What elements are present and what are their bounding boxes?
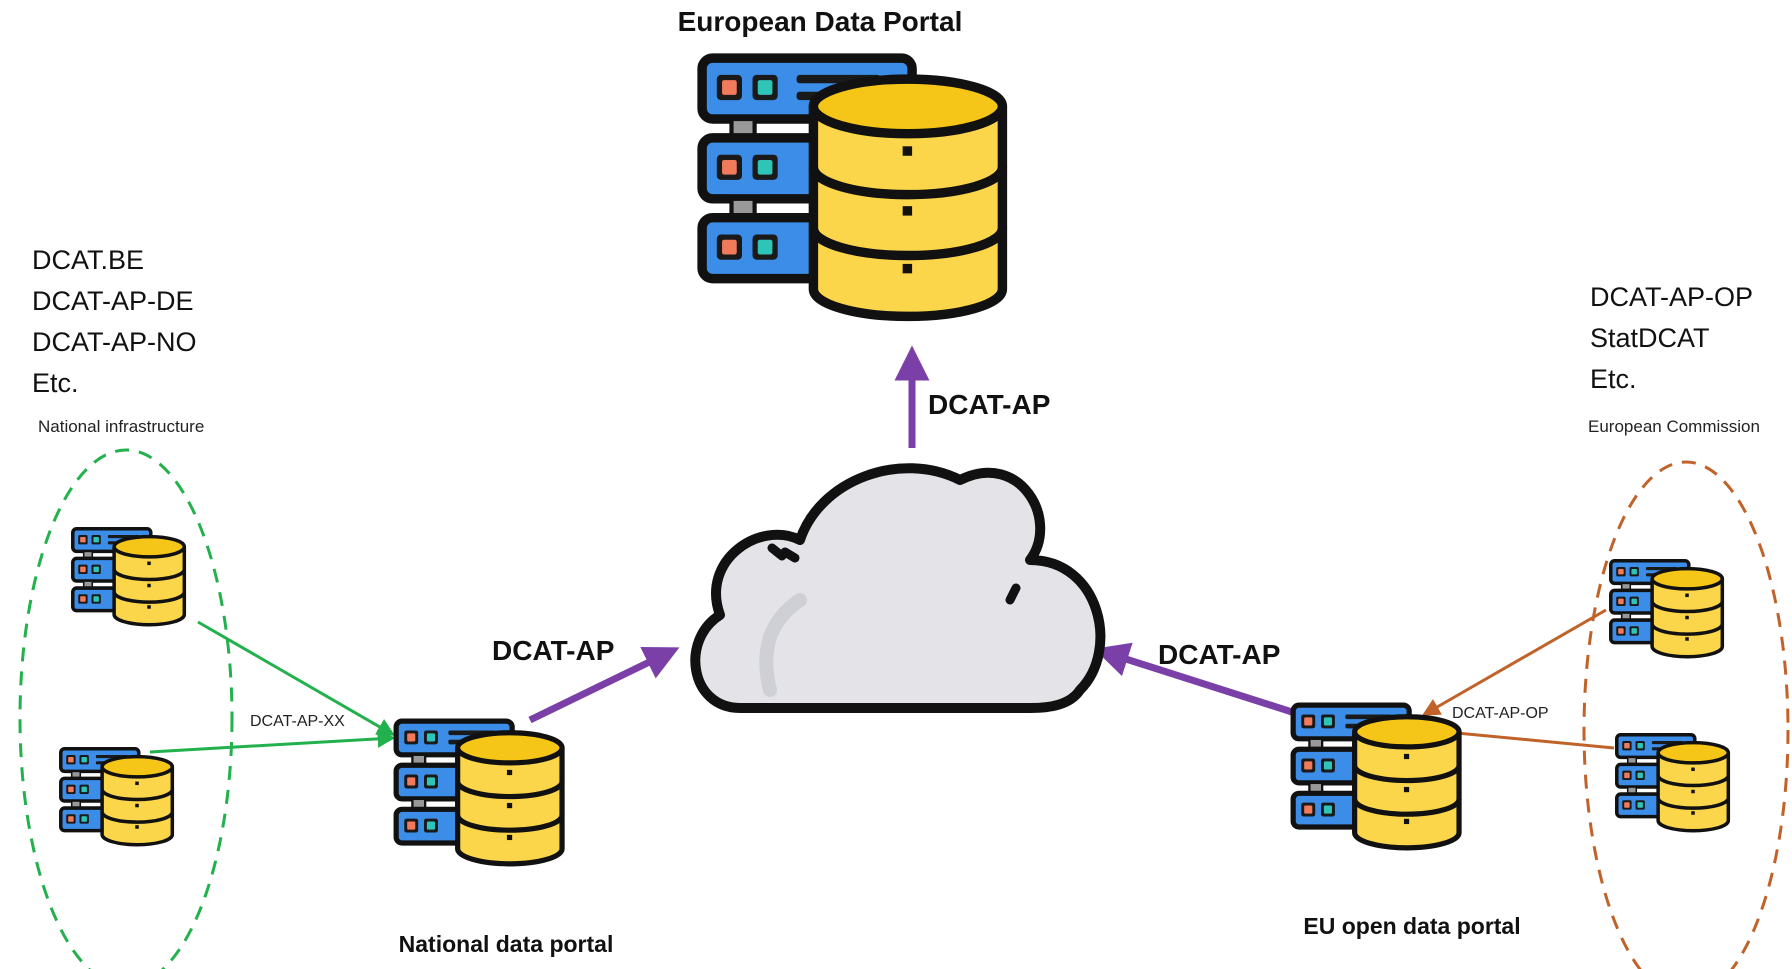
group-label-european-commission: European Commission xyxy=(1588,417,1760,436)
edge-label-national-infra: DCAT-AP-XX xyxy=(250,713,345,730)
eu-open-portal-label: EU open data portal xyxy=(1303,913,1520,939)
national-portal-label: National data portal xyxy=(399,931,614,957)
national-infra-server-1-icon xyxy=(71,527,187,627)
european-portal-label: European Data Portal xyxy=(678,6,963,37)
left-profile-item: DCAT.BE xyxy=(32,245,144,275)
edge-label-to-european-portal: DCAT-AP xyxy=(928,389,1050,420)
edge-national-infra-2 xyxy=(149,729,396,754)
left-profile-item: DCAT-AP-NO xyxy=(32,327,197,357)
left-profile-item: Etc. xyxy=(32,368,79,398)
right-profile-item: Etc. xyxy=(1590,364,1637,394)
edge-national-infra-1 xyxy=(197,620,396,736)
right-profile-item: DCAT-AP-OP xyxy=(1590,282,1753,312)
group-national-infrastructure xyxy=(18,448,234,969)
left-profile-list: DCAT.BE DCAT-AP-DE DCAT-AP-NO Etc. xyxy=(32,245,197,398)
european-portal-server-icon xyxy=(702,58,1002,316)
national-portal-server-icon xyxy=(396,721,562,864)
left-profile-item: DCAT-AP-DE xyxy=(32,286,194,316)
cloud-icon xyxy=(690,463,1106,713)
commission-server-2-icon xyxy=(1615,733,1731,833)
commission-server-1-icon xyxy=(1609,559,1725,659)
edge-label-commission: DCAT-AP-OP xyxy=(1452,705,1549,722)
national-infra-server-2-icon xyxy=(59,747,175,847)
right-profile-list: DCAT-AP-OP StatDCAT Etc. xyxy=(1590,282,1753,394)
edge-national-to-cloud xyxy=(528,646,680,724)
group-label-national-infrastructure: National infrastructure xyxy=(38,417,204,436)
group-european-commission xyxy=(1582,460,1790,969)
edge-label-eu-to-cloud: DCAT-AP xyxy=(1158,639,1280,670)
edge-commission-1 xyxy=(1421,608,1607,716)
right-profile-item: StatDCAT xyxy=(1590,323,1710,353)
eu-open-portal-server-icon xyxy=(1293,705,1459,848)
edge-label-national-to-cloud: DCAT-AP xyxy=(492,635,614,666)
edge-eu-to-cloud xyxy=(1093,642,1294,716)
